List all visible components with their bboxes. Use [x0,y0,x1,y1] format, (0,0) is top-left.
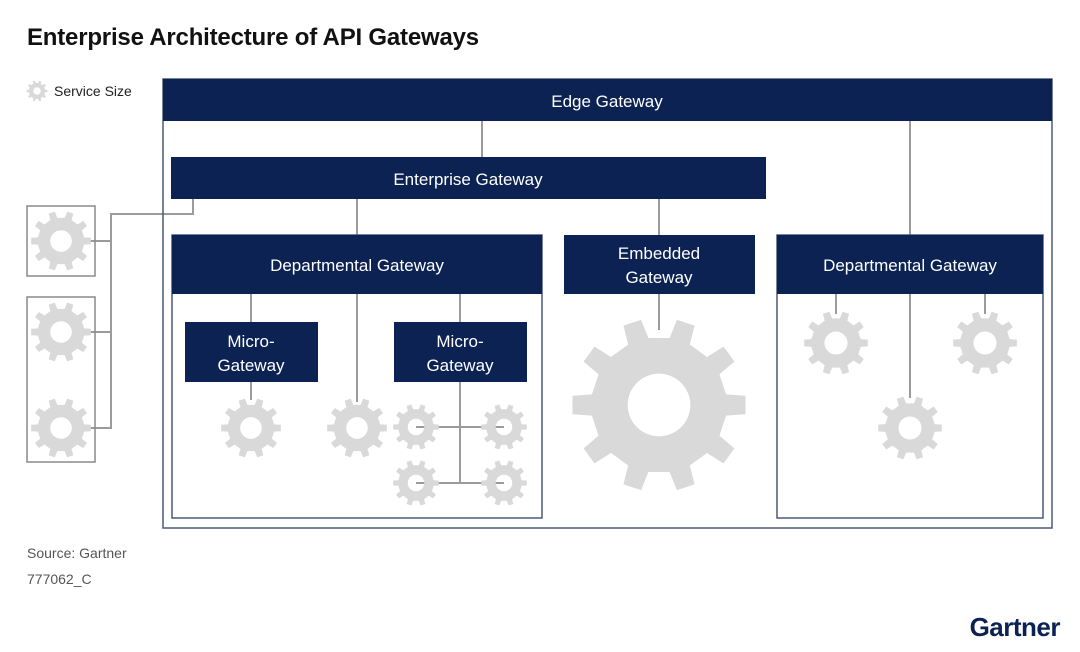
micro-gateway-1-label-2: Gateway [217,356,285,375]
micro-service-gear-2c [393,460,439,506]
edge-frame [162,78,1053,529]
external-service-gear-2 [31,302,91,362]
service-gear-dept-left [327,398,387,458]
gear-icon [26,80,48,102]
micro-gateway-2-label-2: Gateway [426,356,494,375]
external-service-gear-1 [31,211,91,271]
service-gear-dept-right-3 [878,396,942,460]
source-note: Source: Gartner [27,545,127,561]
micro-service-gear-2a [393,404,439,450]
embedded-gateway-label-2: Gateway [625,268,693,287]
page-title: Enterprise Architecture of API Gateways [27,24,479,51]
micro-gateway-1-label-1: Micro- [227,332,274,351]
legend: Service Size [26,80,132,102]
external-service-frame-2 [26,296,96,463]
micro-service-gear-1 [221,398,281,458]
enterprise-gateway-box [171,157,766,199]
dept-left-gateway-box [172,235,542,294]
service-gear-dept-right-2 [953,311,1017,375]
micro-gateway-1-box [185,322,318,382]
enterprise-gateway-label: Enterprise Gateway [393,170,543,189]
embedded-gateway-label-1: Embedded [618,244,700,263]
embedded-gateway-box [564,235,755,294]
legend-label: Service Size [54,83,132,99]
edge-gateway-label: Edge Gateway [551,92,663,111]
service-gear-dept-right-1 [804,311,868,375]
external-service-gear-3 [31,398,91,458]
gateway-boxes [163,79,1052,382]
frames [26,78,1053,529]
micro-service-gear-2b [481,404,527,450]
figure-code: 777062_C [27,571,92,587]
gartner-logo: Gartner [969,612,1061,642]
dept-right-gateway-label: Departmental Gateway [823,256,997,275]
external-service-frame-1 [26,205,96,277]
micro-service-gear-2d [481,460,527,506]
micro-gateway-2-label-1: Micro- [436,332,483,351]
service-gears [31,211,1017,506]
dept-left-gateway-label: Departmental Gateway [270,256,444,275]
micro-gateway-2-box [394,322,527,382]
embedded-service-gear [572,319,746,491]
edge-gateway-box [163,79,1052,121]
dept-right-gateway-box [777,235,1043,294]
